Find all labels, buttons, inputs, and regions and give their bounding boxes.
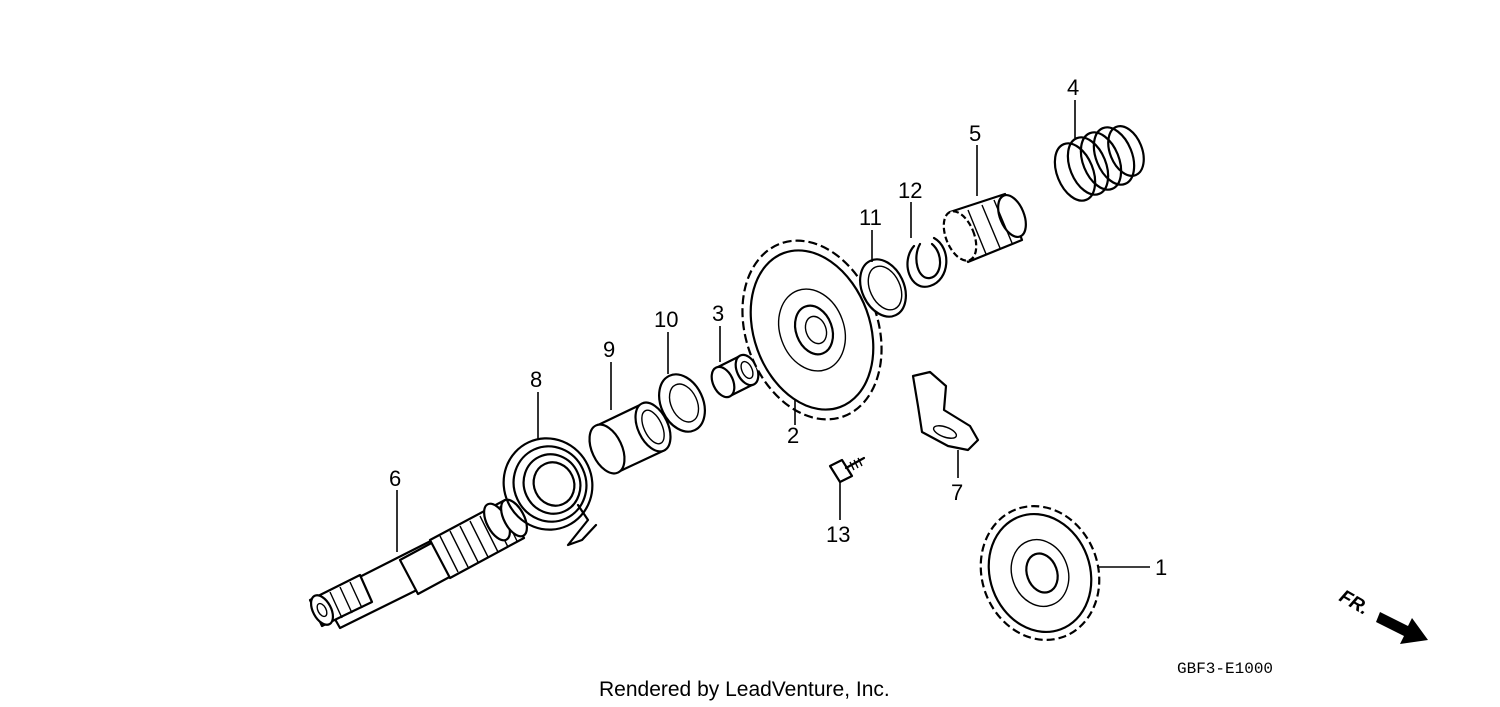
leader-lines: [396, 100, 1150, 568]
part-2-kick-gear[interactable]: [719, 221, 906, 439]
part-1-idle-gear[interactable]: [962, 489, 1118, 656]
part-9-spring-collar[interactable]: [582, 397, 677, 479]
callout-3: 3: [712, 301, 724, 326]
callout-labels: 1 2 3 4 5 6 7 8 9 10 11 12 13: [389, 75, 1167, 580]
part-11-washer[interactable]: [851, 252, 914, 324]
callout-4: 4: [1067, 75, 1079, 100]
part-3-bushing[interactable]: [707, 351, 763, 400]
callout-13: 13: [826, 522, 850, 547]
rendered-by-credit: Rendered by LeadVenture, Inc.: [599, 678, 890, 701]
part-7-guide-plate[interactable]: [911, 370, 980, 452]
callout-12: 12: [898, 178, 922, 203]
part-6-spindle-shaft[interactable]: [307, 496, 533, 630]
part-13-bolt[interactable]: [828, 456, 866, 484]
direction-label: FR.: [1336, 586, 1373, 619]
callout-5: 5: [969, 121, 981, 146]
part-12-circlip[interactable]: [906, 236, 948, 288]
callout-2: 2: [787, 423, 799, 448]
callout-6: 6: [389, 466, 401, 491]
callout-7: 7: [951, 480, 963, 505]
callout-1: 1: [1155, 555, 1167, 580]
callout-11: 11: [859, 205, 882, 230]
front-direction-indicator: FR.: [1336, 586, 1428, 644]
part-5-ratchet[interactable]: [937, 191, 1031, 265]
front-arrow-icon: [1376, 612, 1428, 644]
part-4-ratchet-spring[interactable]: [1047, 121, 1151, 207]
callout-9: 9: [603, 337, 615, 362]
part-10-washer[interactable]: [650, 367, 713, 439]
part-8-kick-spring[interactable]: [489, 424, 608, 547]
callout-10: 10: [654, 307, 678, 332]
diagram-code: GBF3-E1000: [1177, 660, 1273, 678]
callout-8: 8: [530, 367, 542, 392]
